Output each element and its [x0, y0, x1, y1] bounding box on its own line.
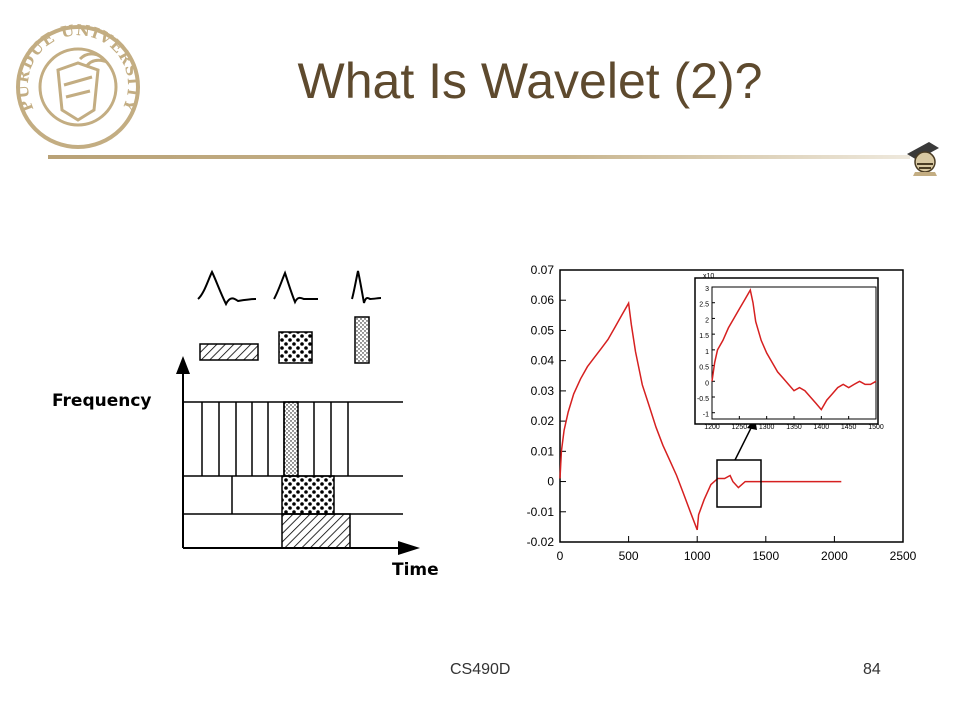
main-y-tick-label: 0.03: [531, 384, 555, 398]
slide-title: What Is Wavelet (2)?: [297, 53, 763, 109]
purdue-seal-icon: PURDUE UNIVERSITY: [14, 21, 143, 149]
inset-plot-frame: [694, 277, 879, 425]
main-x-tick-label: 1500: [752, 549, 779, 563]
inset-x-tick-label: 1250: [732, 424, 748, 431]
inset-x-tick-label: 1350: [786, 424, 802, 431]
time-axis-arrow-icon: [398, 541, 420, 555]
zoom-arrow-line: [734, 423, 754, 461]
footer-page-number: 84: [863, 661, 881, 678]
main-y-tick-label: -0.01: [527, 505, 555, 519]
main-signal-line: [559, 300, 842, 531]
main-y-tick-label: -0.02: [527, 535, 555, 549]
title-divider: [48, 155, 910, 159]
main-y-tick-label: 0.05: [531, 323, 555, 337]
main-y-tick-label: 0.01: [531, 444, 555, 458]
main-plot-frame: [559, 269, 904, 543]
inset-y-tick-label: 0: [705, 380, 709, 387]
footer-course-label: CS490D: [450, 661, 511, 678]
inset-y-tick-label: 3: [705, 286, 709, 293]
medium-wavelet-shape: [273, 270, 318, 305]
zoom-region-box: [716, 459, 762, 508]
inset-exponent-label: x10: [703, 273, 714, 280]
inset-y-tick-label: -1: [703, 412, 709, 419]
highlight-high-freq-cell: [283, 401, 299, 477]
narrow-window-box: [354, 316, 370, 364]
inset-x-tick-label: 1450: [841, 424, 857, 431]
inset-y-tick-label: -0.5: [697, 396, 709, 403]
signal-plot: 0.070.060.050.040.030.020.010-0.01-0.02 …: [527, 263, 917, 563]
freq-axis-arrow-icon: [176, 356, 190, 374]
main-x-tick-label: 1000: [684, 549, 711, 563]
inset-y-tick-label: 2.5: [699, 302, 709, 309]
main-x-tick-label: 2500: [890, 549, 917, 563]
medium-window-box: [278, 331, 313, 364]
wide-window-box: [199, 343, 259, 361]
main-y-tick-label: 0: [547, 475, 554, 489]
main-y-tick-label: 0.04: [531, 354, 555, 368]
inset-x-tick-label: 1500: [868, 424, 884, 431]
purdue-pete-icon: [907, 142, 939, 176]
main-x-tick-label: 2000: [821, 549, 848, 563]
inset-x-tick-label: 1200: [704, 424, 720, 431]
inset-y-tick-label: 1: [705, 349, 709, 356]
main-y-tick-label: 0.07: [531, 263, 555, 277]
inset-y-tick-label: 0.5: [699, 365, 709, 372]
main-x-tick-label: 0: [557, 549, 564, 563]
inset-signal-line: [711, 288, 877, 411]
wide-wavelet-shape: [197, 269, 257, 307]
highlight-mid-freq-cell: [281, 475, 335, 515]
main-y-tick-label: 0.02: [531, 414, 555, 428]
main-y-tick-label: 0.06: [531, 293, 555, 307]
inset-y-tick-label: 1.5: [699, 333, 709, 340]
time-axis-label: Time: [392, 560, 439, 580]
inset-y-tick-label: 2: [705, 317, 709, 324]
main-x-tick-label: 500: [619, 549, 639, 563]
time-frequency-diagram: Frequency Time: [52, 269, 439, 580]
inset-x-tick-label: 1300: [759, 424, 775, 431]
seal-lettering: PURDUE UNIVERSITY: [14, 21, 142, 114]
svg-text:PURDUE UNIVERSITY: PURDUE UNIVERSITY: [14, 21, 143, 114]
narrow-wavelet-shape: [351, 270, 382, 304]
highlight-low-freq-cell: [281, 513, 351, 549]
inset-x-tick-label: 1400: [814, 424, 830, 431]
frequency-axis-label: Frequency: [52, 391, 152, 411]
